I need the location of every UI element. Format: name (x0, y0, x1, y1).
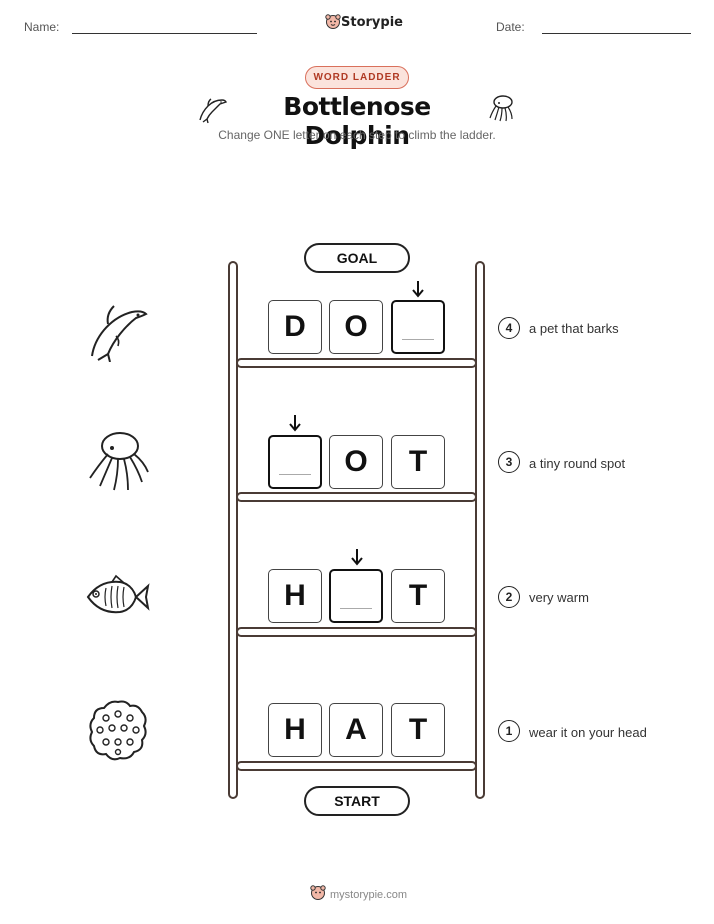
instructions: Change ONE letter on each step to climb … (218, 128, 496, 142)
coral-icon (86, 698, 150, 762)
storypie-logo-icon (310, 885, 326, 901)
step-clue: very warm (529, 590, 589, 605)
cuttlefish-icon (486, 92, 518, 124)
arrow-down-icon (287, 414, 303, 432)
ladder-rung (236, 358, 477, 368)
name-line[interactable] (72, 33, 257, 34)
start-label: START (304, 786, 410, 816)
blank-letter-tile[interactable] (391, 300, 445, 354)
storypie-logo-icon (325, 14, 341, 30)
step-clue: a pet that barks (529, 321, 619, 336)
goal-label: GOAL (304, 243, 410, 273)
ladder-rail-left (228, 261, 238, 799)
letter-tile: T (391, 435, 445, 489)
fish-icon (84, 572, 152, 622)
dolphin-icon (196, 92, 228, 124)
letter-tile: A (329, 703, 383, 757)
step-number: 2 (498, 586, 520, 608)
letter-tile: D (268, 300, 322, 354)
name-label: Name: (24, 20, 60, 34)
ladder-rung (236, 492, 477, 502)
step-number: 4 (498, 317, 520, 339)
step-number: 1 (498, 720, 520, 742)
blank-letter-tile[interactable] (329, 569, 383, 623)
arrow-down-icon (349, 548, 365, 566)
ladder-rung (236, 627, 477, 637)
dolphin-icon (84, 294, 152, 363)
page-title: Bottlenose Dolphin (283, 92, 431, 150)
word-ladder-badge: WORD LADDER (305, 66, 409, 89)
letter-tile: H (268, 703, 322, 757)
footer-url[interactable]: mystorypie.com (330, 889, 408, 901)
step-number: 3 (498, 451, 520, 473)
date-line[interactable] (542, 33, 691, 34)
letter-tile: T (391, 703, 445, 757)
letter-tile: H (268, 569, 322, 623)
ladder-rung (236, 761, 477, 771)
cuttlefish-icon (84, 428, 152, 496)
brand-name: Storypie (341, 15, 403, 30)
step-clue: wear it on your head (529, 725, 647, 740)
step-clue: a tiny round spot (529, 456, 626, 471)
arrow-down-icon (410, 280, 426, 298)
blank-letter-tile[interactable] (268, 435, 322, 489)
letter-tile: T (391, 569, 445, 623)
ladder-rail-right (475, 261, 485, 799)
date-label: Date: (496, 20, 525, 34)
letter-tile: O (329, 300, 383, 354)
letter-tile: O (329, 435, 383, 489)
